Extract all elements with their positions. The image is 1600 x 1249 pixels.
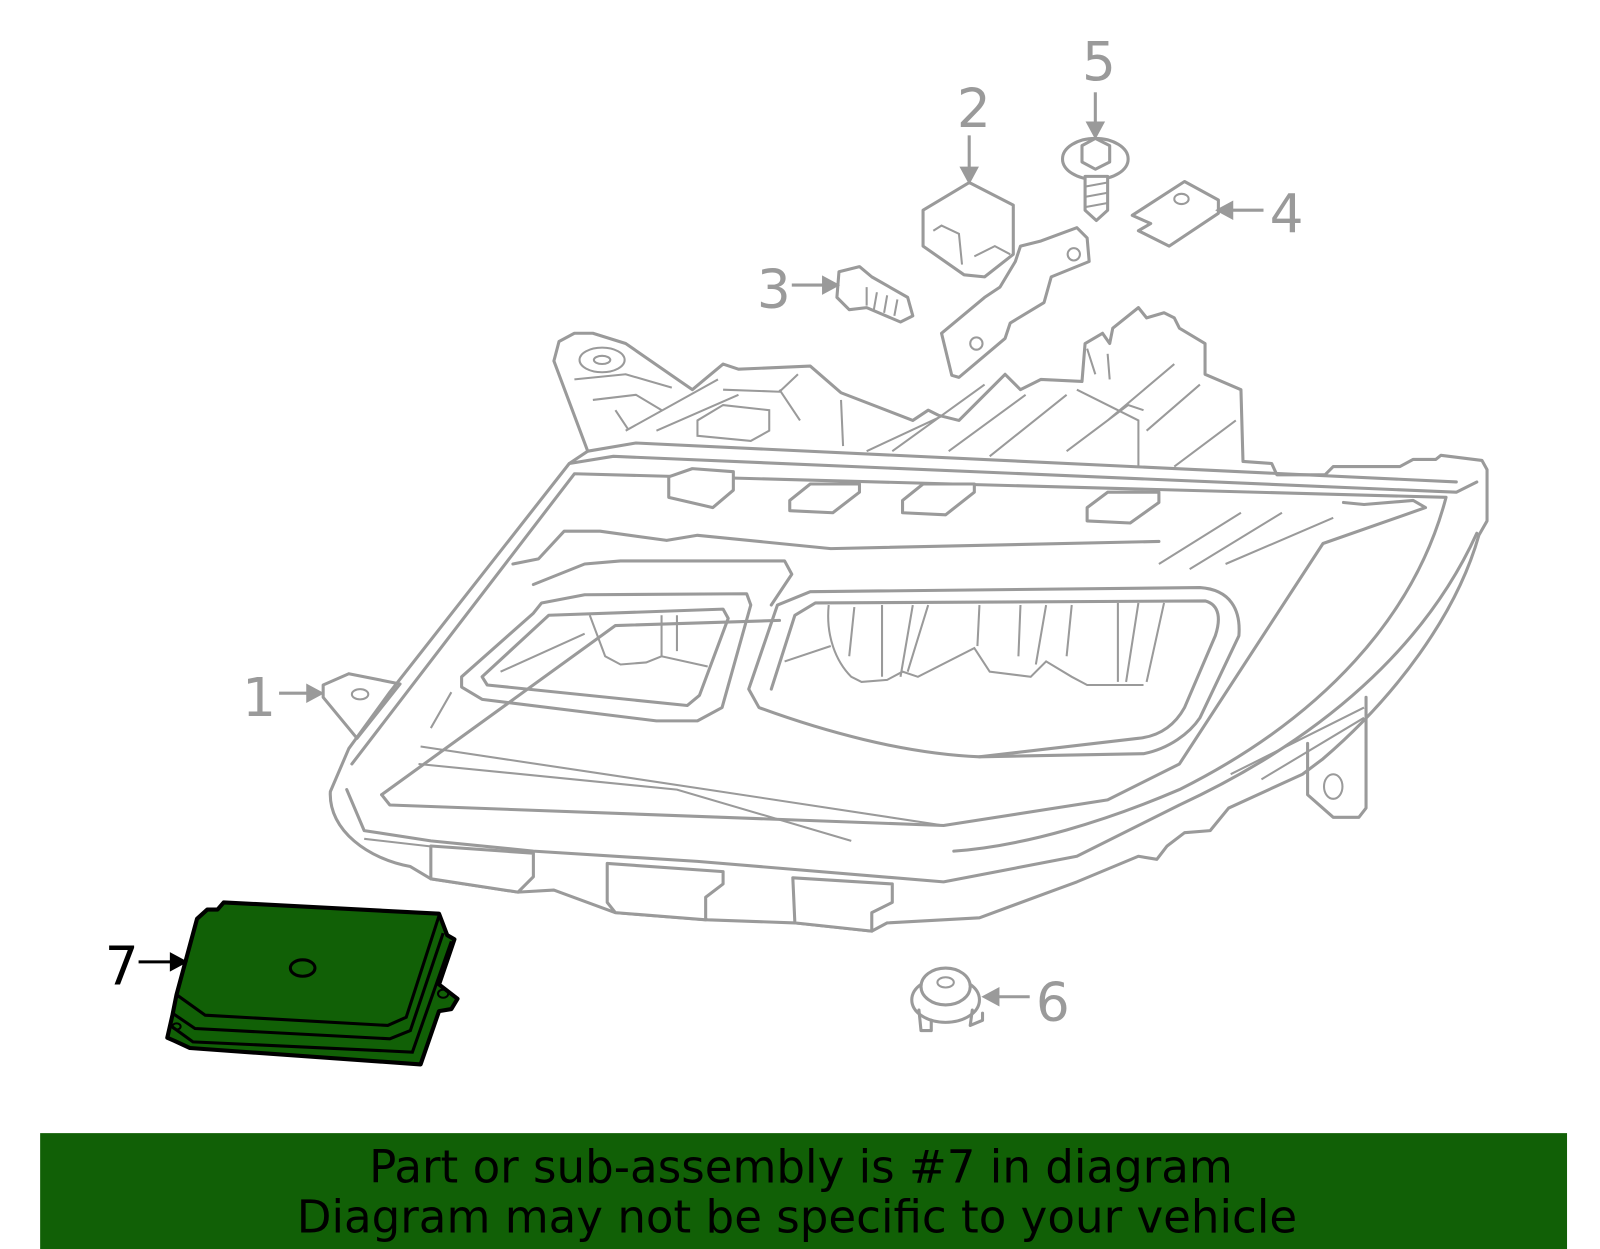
info-banner [40,1133,1568,1249]
callout-7[interactable]: 7 [105,935,139,997]
screw-part-3[interactable] [835,265,915,324]
grommet-part-6[interactable] [910,966,985,1033]
callout-1[interactable]: 1 [242,667,276,729]
callout-arrows [138,92,1264,1007]
banner-line-1: Part or sub-assembly is #7 in diagram [369,1140,1233,1193]
callout-6[interactable]: 6 [1036,971,1070,1033]
headlamp-assembly[interactable] [321,306,1489,933]
callout-4[interactable]: 4 [1270,183,1304,245]
callout-2[interactable]: 2 [957,78,991,140]
clip-part-4[interactable] [1130,179,1220,248]
banner-line-2: Diagram may not be specific to your vehi… [297,1191,1297,1244]
module-part-7-highlighted[interactable] [165,900,460,1067]
callout-3[interactable]: 3 [757,259,791,321]
bolt-part-5[interactable] [1060,136,1130,223]
callout-5[interactable]: 5 [1082,31,1116,93]
bracket-part-2[interactable] [921,180,1091,379]
